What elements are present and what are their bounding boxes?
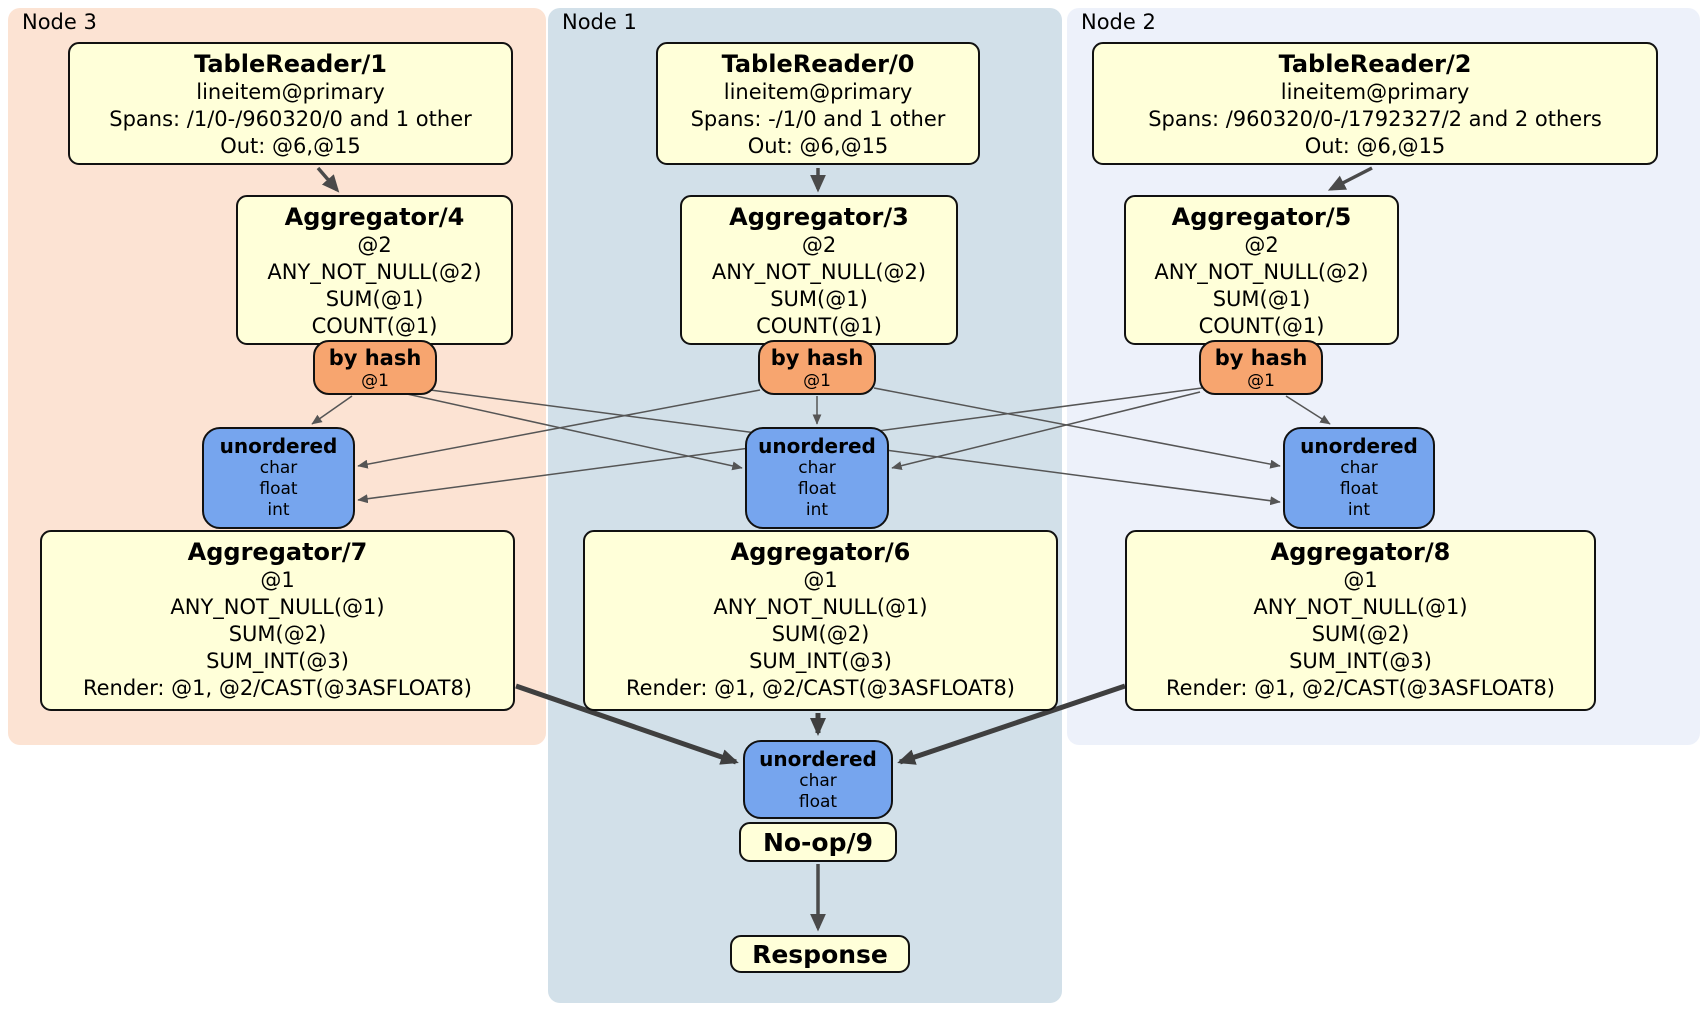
sync-node3-col1: char	[259, 458, 298, 478]
aggregator-7-box: Aggregator/7 @1 ANY_NOT_NULL(@1) SUM(@2)…	[40, 530, 515, 711]
aggregator-7-render: Render: @1, @2/CAST(@3ASFLOAT8)	[82, 676, 473, 700]
tablereader-1-out: Out: @6,@15	[220, 134, 361, 158]
tablereader-0-out: Out: @6,@15	[747, 134, 889, 158]
aggregator-5-box: Aggregator/5 @2 ANY_NOT_NULL(@2) SUM(@1)…	[1124, 195, 1399, 345]
aggregator-6-title: Aggregator/6	[730, 538, 911, 566]
response-box: Response	[730, 935, 910, 973]
hash-router-node3-key: @1	[361, 371, 389, 391]
aggregator-3-box: Aggregator/3 @2 ANY_NOT_NULL(@2) SUM(@1)…	[680, 195, 958, 345]
unordered-sync-node3-title: unordered	[219, 434, 338, 458]
hash-router-node1: by hash @1	[758, 340, 876, 395]
sync-node2-col3: int	[1347, 500, 1371, 520]
unordered-sync-node2-title: unordered	[1300, 434, 1418, 458]
aggregator-8-group: @1	[1343, 568, 1378, 592]
aggregator-8-fn3: SUM_INT(@3)	[1289, 649, 1432, 673]
tablereader-0-title: TableReader/0	[721, 50, 915, 78]
tablereader-1-index: lineitem@primary	[196, 80, 385, 104]
hash-router-node2-key: @1	[1247, 371, 1275, 391]
aggregator-4-group: @2	[357, 233, 392, 257]
aggregator-4-title: Aggregator/4	[284, 203, 465, 231]
aggregator-8-fn1: ANY_NOT_NULL(@1)	[1253, 595, 1468, 619]
sync-node2-col1: char	[1340, 458, 1378, 478]
node1-label: Node 1	[562, 10, 637, 34]
hash-router-node2-title: by hash	[1214, 346, 1308, 370]
unordered-sync-node1: unordered char float int	[745, 427, 889, 529]
aggregator-6-fn2: SUM(@2)	[771, 622, 870, 646]
aggregator-7-fn2: SUM(@2)	[228, 622, 327, 646]
unordered-sync-node1-title: unordered	[758, 434, 876, 458]
hash-router-node1-title: by hash	[770, 346, 864, 370]
sync-node1-col1: char	[798, 458, 836, 478]
aggregator-5-fn2: SUM(@1)	[1212, 287, 1311, 311]
unordered-sync-final-title: unordered	[759, 747, 877, 771]
aggregator-6-group: @1	[803, 568, 838, 592]
tablereader-2-index: lineitem@primary	[1280, 80, 1470, 104]
aggregator-6-fn1: ANY_NOT_NULL(@1)	[713, 595, 928, 619]
aggregator-3-fn2: SUM(@1)	[770, 287, 868, 311]
unordered-sync-node3: unordered char float int	[202, 427, 355, 529]
aggregator-5-title: Aggregator/5	[1171, 203, 1352, 231]
noop-box: No-op/9	[739, 822, 897, 862]
aggregator-7-group: @1	[260, 568, 295, 592]
aggregator-3-fn1: ANY_NOT_NULL(@2)	[711, 260, 927, 284]
hash-router-node1-key: @1	[803, 371, 831, 391]
sync-node1-col3: int	[805, 500, 829, 520]
aggregator-3-title: Aggregator/3	[729, 203, 909, 231]
tablereader-0-spans: Spans: -/1/0 and 1 other	[690, 107, 946, 131]
aggregator-8-box: Aggregator/8 @1 ANY_NOT_NULL(@1) SUM(@2)…	[1125, 530, 1596, 711]
tablereader-2-spans: Spans: /960320/0-/1792327/2 and 2 others	[1148, 107, 1602, 131]
aggregator-6-box: Aggregator/6 @1 ANY_NOT_NULL(@1) SUM(@2)…	[583, 530, 1058, 711]
tablereader-1-title: TableReader/1	[194, 50, 387, 78]
sync-node1-col2: float	[797, 479, 837, 499]
hash-router-node2: by hash @1	[1199, 340, 1323, 395]
sync-node3-col3: int	[267, 500, 290, 520]
tablereader-1-spans: Spans: /1/0-/960320/0 and 1 other	[109, 107, 472, 131]
aggregator-5-fn1: ANY_NOT_NULL(@2)	[1154, 260, 1369, 284]
tablereader-0-index: lineitem@primary	[723, 80, 913, 104]
aggregator-7-title: Aggregator/7	[187, 538, 368, 566]
sync-node2-col2: float	[1339, 479, 1379, 499]
aggregator-3-group: @2	[801, 233, 837, 257]
sync-node3-col2: float	[259, 479, 298, 499]
aggregator-4-fn3: COUNT(@1)	[311, 314, 438, 338]
aggregator-8-title: Aggregator/8	[1270, 538, 1451, 566]
aggregator-7-fn1: ANY_NOT_NULL(@1)	[170, 595, 385, 619]
tablereader-2-out: Out: @6,@15	[1304, 134, 1446, 158]
aggregator-8-fn2: SUM(@2)	[1311, 622, 1410, 646]
aggregator-7-fn3: SUM_INT(@3)	[206, 649, 349, 673]
aggregator-6-render: Render: @1, @2/CAST(@3ASFLOAT8)	[625, 676, 1016, 700]
node3-label: Node 3	[22, 10, 97, 34]
hash-router-node3-title: by hash	[328, 346, 422, 370]
tablereader-2-title: TableReader/2	[1278, 50, 1472, 78]
tablereader-1-box: TableReader/1 lineitem@primary Spans: /1…	[68, 42, 513, 165]
sync-final-col1: char	[799, 771, 837, 791]
tablereader-0-box: TableReader/0 lineitem@primary Spans: -/…	[656, 42, 980, 165]
aggregator-4-fn1: ANY_NOT_NULL(@2)	[267, 260, 482, 284]
response-title: Response	[752, 939, 888, 969]
aggregator-6-fn3: SUM_INT(@3)	[749, 649, 892, 673]
unordered-sync-node2: unordered char float int	[1283, 427, 1435, 529]
aggregator-3-fn3: COUNT(@1)	[756, 314, 882, 338]
hash-router-node3: by hash @1	[313, 340, 437, 395]
aggregator-4-fn2: SUM(@1)	[325, 287, 424, 311]
aggregator-4-box: Aggregator/4 @2 ANY_NOT_NULL(@2) SUM(@1)…	[236, 195, 513, 345]
tablereader-2-box: TableReader/2 lineitem@primary Spans: /9…	[1092, 42, 1658, 165]
noop-title: No-op/9	[762, 827, 874, 857]
unordered-sync-final: unordered char float	[743, 740, 893, 819]
aggregator-5-fn3: COUNT(@1)	[1198, 314, 1325, 338]
sync-final-col2: float	[798, 792, 838, 812]
aggregator-5-group: @2	[1244, 233, 1279, 257]
node2-label: Node 2	[1081, 10, 1156, 34]
aggregator-8-render: Render: @1, @2/CAST(@3ASFLOAT8)	[1165, 676, 1556, 700]
